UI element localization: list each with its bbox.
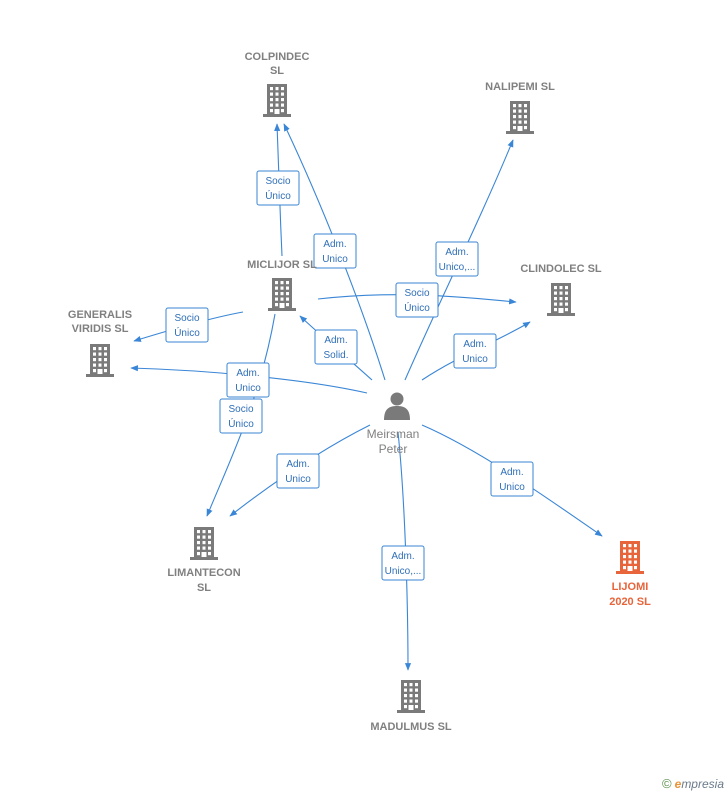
edge-label-person-colpindec[interactable]: Adm. Unico xyxy=(313,233,357,269)
edge-label-box xyxy=(219,398,263,434)
edge-label-text: Solid. xyxy=(323,350,348,361)
company-label: GENERALIS xyxy=(68,309,132,321)
company-label: NALIPEMI SL xyxy=(485,81,555,93)
edge-label-text: Adm. xyxy=(391,551,414,562)
company-label: MADULMUS SL xyxy=(370,721,452,733)
person-label: Meirsman xyxy=(367,427,420,441)
building-icon xyxy=(506,101,534,134)
edge-label-person-madulmus[interactable]: Adm. Unico,... xyxy=(381,545,425,581)
edge-label-box xyxy=(490,461,534,497)
edge-label-text: Unico xyxy=(499,482,525,493)
company-node-lijomi[interactable]: LIJOMI 2020 SL xyxy=(609,541,651,608)
edge-label-text: Único xyxy=(404,301,430,314)
company-node-madulmus[interactable]: MADULMUS SL xyxy=(370,680,452,733)
edge-label-text: Adm. xyxy=(324,335,347,346)
building-icon xyxy=(263,84,291,117)
person-label: Peter xyxy=(379,442,408,456)
edge-label-text: Adm. xyxy=(500,467,523,478)
edge-label-text: Único xyxy=(174,326,200,339)
building-icon xyxy=(397,680,425,713)
company-node-colpindec[interactable]: COLPINDEC SL xyxy=(245,51,310,117)
company-node-limantecon[interactable]: LIMANTECON SL xyxy=(167,527,241,594)
edge-label-text: Unico xyxy=(235,383,261,394)
building-icon xyxy=(547,283,575,316)
copyright-symbol: © xyxy=(662,776,672,791)
edge-label-text: Unico xyxy=(285,474,311,485)
company-node-miclijor[interactable]: MICLIJOR SL xyxy=(247,259,317,311)
edge-label-box xyxy=(313,233,357,269)
footer-credit: © empresia xyxy=(662,776,724,791)
edge-label-box xyxy=(165,307,209,343)
company-node-nalipemi[interactable]: NALIPEMI SL xyxy=(485,81,555,134)
company-label: SL xyxy=(197,582,211,594)
person-icon xyxy=(384,392,410,420)
building-icon xyxy=(616,541,644,574)
company-label: CLINDOLEC SL xyxy=(520,263,602,275)
edge-label-text: Adm. xyxy=(236,368,259,379)
company-node-clindolec[interactable]: CLINDOLEC SL xyxy=(520,263,602,316)
edge-label-box xyxy=(435,241,479,277)
edge-label-text: Adm. xyxy=(323,239,346,250)
edge-label-text: Adm. xyxy=(445,247,468,258)
edge-label-box xyxy=(276,453,320,489)
edge-label-box xyxy=(256,170,300,206)
building-icon xyxy=(86,344,114,377)
edge-labels-layer: SocioÚnicoAdm.UnicoAdm.Unico,...SocioÚni… xyxy=(165,170,534,581)
edge-label-text: Único xyxy=(265,189,291,202)
edge-label-text: Socio xyxy=(404,288,429,299)
edge-label-text: Socio xyxy=(228,404,253,415)
edge-label-box xyxy=(395,282,439,318)
company-node-generalis[interactable]: GENERALIS VIRIDIS SL xyxy=(68,309,132,377)
edge-label-box xyxy=(453,333,497,369)
company-label: VIRIDIS SL xyxy=(72,323,129,335)
nodes-layer: COLPINDEC SL NALIPEMI SL MICLIJOR SL CLINDOL… xyxy=(68,51,651,733)
edge-label-person-nalipemi[interactable]: Adm. Unico,... xyxy=(435,241,479,277)
company-label: 2020 SL xyxy=(609,596,651,608)
edge-label-text: Unico,... xyxy=(439,262,476,273)
edge-label-text: Adm. xyxy=(286,459,309,470)
edge-label-person-miclijor[interactable]: Adm. Solid. xyxy=(314,329,358,365)
company-label: SL xyxy=(270,65,284,77)
edge-label-text: Unico xyxy=(462,354,488,365)
company-label: MICLIJOR SL xyxy=(247,259,317,271)
company-label: LIMANTECON xyxy=(167,567,240,579)
edge-label-box xyxy=(381,545,425,581)
building-icon xyxy=(190,527,218,560)
building-icon xyxy=(268,278,296,311)
edge-label-person-lijomi[interactable]: Adm. Unico xyxy=(490,461,534,497)
edge-label-text: Adm. xyxy=(463,339,486,350)
company-label: LIJOMI xyxy=(612,581,649,593)
edge-label-text: Único xyxy=(228,417,254,430)
edge-label-text: Socio xyxy=(174,313,199,324)
edge-label-box xyxy=(314,329,358,365)
brand-logo[interactable]: empresia xyxy=(674,776,724,791)
edge-label-person-clindolec[interactable]: Adm. Unico xyxy=(453,333,497,369)
edge-label-person-limantecon[interactable]: Adm. Unico xyxy=(276,453,320,489)
edge-label-person-generalis[interactable]: Adm. Unico xyxy=(226,362,270,398)
edge-label-box xyxy=(226,362,270,398)
edge-label-text: Unico,... xyxy=(385,566,422,577)
company-label: COLPINDEC xyxy=(245,51,310,63)
edge-label-text: Socio xyxy=(265,176,290,187)
edge-label-text: Unico xyxy=(322,254,348,265)
